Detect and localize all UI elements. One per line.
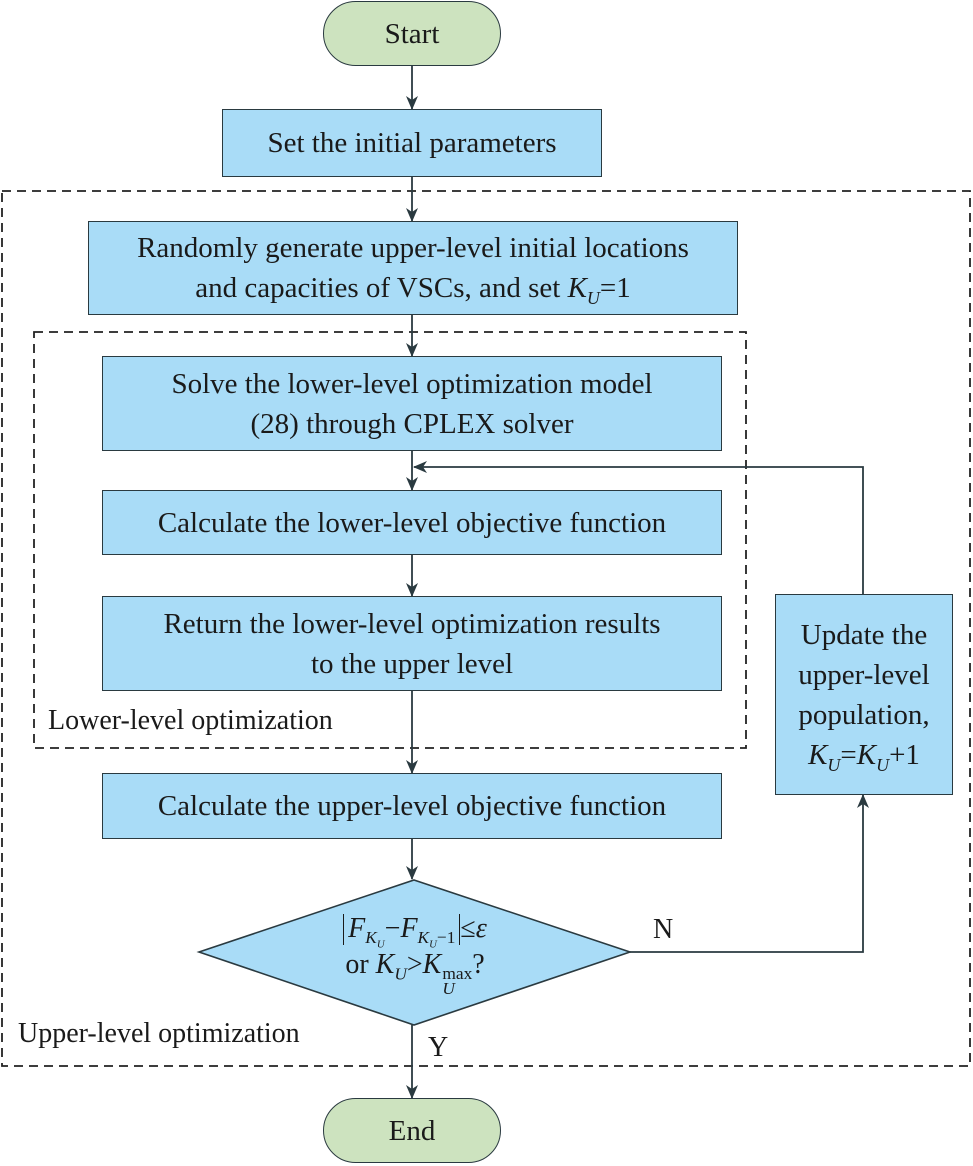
arrow-update-to-loop	[413, 461, 864, 594]
upper-level-region-label: Upper-level optimization	[18, 1018, 300, 1049]
calc-lower-label: Calculate the lower-level objective func…	[157, 506, 667, 539]
generate-line-1: Randomly generate upper-level initial lo…	[137, 232, 689, 264]
return-line-2: to the upper level	[310, 647, 514, 680]
no-branch-label: N	[653, 914, 674, 945]
lower-level-region-label: Lower-level optimization	[48, 705, 333, 736]
return-line-1: Return the lower-level optimization resu…	[163, 607, 661, 640]
generate-box: Randomly generate upper-level initial lo…	[88, 221, 738, 315]
start-terminal: Start	[323, 1, 501, 66]
solve-lower-box: Solve the lower-level optimization model…	[102, 356, 722, 451]
update-line-3: population,	[798, 698, 930, 731]
end-label: End	[388, 1114, 436, 1147]
set-parameters-label: Set the initial parameters	[267, 127, 557, 159]
arrow-decision-to-update	[630, 794, 869, 953]
update-population-box: Update the upper-level population, KU=KU…	[775, 594, 953, 795]
solve-line-1: Solve the lower-level optimization model	[171, 367, 653, 400]
yes-branch-label: Y	[428, 1032, 449, 1063]
decision-condition-line-1: FKU−FKU−1≤ε	[343, 911, 487, 950]
generate-line-2: and capacities of VSCs, and set KU=1	[195, 272, 631, 308]
set-parameters-box: Set the initial parameters	[222, 109, 602, 177]
calc-lower-box: Calculate the lower-level objective func…	[102, 490, 722, 555]
start-label: Start	[384, 17, 440, 50]
lower-level-region	[33, 331, 747, 749]
return-results-box: Return the lower-level optimization resu…	[102, 596, 722, 691]
update-line-2: upper-level	[798, 658, 930, 691]
update-line-1: Update the	[800, 618, 928, 651]
calc-upper-box: Calculate the upper-level objective func…	[102, 773, 722, 839]
decision-diamond	[196, 879, 633, 1026]
solve-line-2: (28) through CPLEX solver	[250, 407, 574, 440]
update-line-4: KU=KU+1	[808, 738, 920, 775]
end-terminal: End	[323, 1098, 501, 1163]
calc-upper-label: Calculate the upper-level objective func…	[157, 790, 667, 822]
upper-level-region	[1, 190, 971, 1067]
